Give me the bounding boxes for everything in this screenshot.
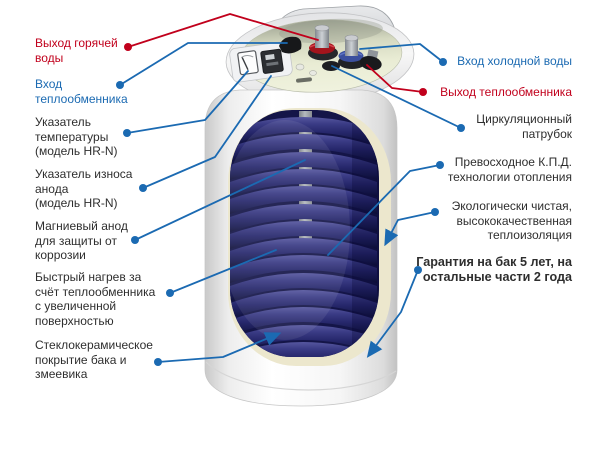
callout-line-anode-wear-indicator xyxy=(142,75,272,189)
callout-line-magnesium-anode xyxy=(134,159,306,241)
callout-line-circulation-pipe xyxy=(331,65,462,129)
label-cold-water-inlet: Вход холодной воды xyxy=(457,54,572,68)
label-glass-ceramic-coating: Стеклокерамическое покрытие бака и змеев… xyxy=(35,338,153,381)
label-heat-exchanger-inlet: Вход теплообменника xyxy=(35,77,128,106)
label-eco-insulation: Экологически чистая, высококачественная … xyxy=(451,199,572,242)
callout-line-temperature-indicator xyxy=(126,70,249,134)
label-warranty: Гарантия на бак 5 лет, на остальные част… xyxy=(416,255,572,284)
cutaway xyxy=(228,108,391,366)
label-high-efficiency: Превосходное К.П.Д. технологии отопления xyxy=(447,155,572,184)
callout-dots xyxy=(116,43,465,366)
gauge-panel xyxy=(229,41,293,83)
label-fast-heating: Быстрый нагрев за счёт теплообменника с … xyxy=(35,270,156,328)
callout-line-warranty xyxy=(366,269,419,358)
label-circulation-pipe: Циркуляционный патрубок xyxy=(476,112,572,141)
top-fittings xyxy=(279,24,382,83)
label-temperature-indicator: Указатель температуры (модель HR-N) xyxy=(35,115,118,158)
label-anode-wear-indicator: Указатель износа анода (модель HR-N) xyxy=(35,167,133,210)
anode-wear-gauge xyxy=(260,48,284,74)
callout-line-hot-water-outlet xyxy=(127,13,319,48)
label-heat-exchanger-outlet: Выход теплообменника xyxy=(440,85,572,99)
label-magnesium-anode: Магниевый анод для защиты от коррозии xyxy=(35,219,128,262)
heat-exchanger-coil xyxy=(230,117,377,357)
label-hot-water-outlet: Выход горячей воды xyxy=(35,36,118,65)
callout-line-cold-water-inlet xyxy=(359,43,444,63)
callout-line-high-efficiency xyxy=(327,164,441,256)
callout-line-heat-exchanger-outlet xyxy=(366,64,424,93)
cold-water-inlet-fitting xyxy=(338,34,366,69)
callout-line-fast-heating xyxy=(169,249,277,294)
callout-line-heat-exchanger-inlet xyxy=(119,42,288,86)
heat-exchanger-outlet-fitting xyxy=(359,49,382,71)
bottom-seam xyxy=(205,361,397,391)
hot-water-outlet-fitting xyxy=(308,24,338,61)
callout-line-eco-insulation xyxy=(384,211,436,247)
heat-exchanger-inlet-fitting xyxy=(279,36,302,54)
callout-line-glass-ceramic xyxy=(157,332,282,363)
